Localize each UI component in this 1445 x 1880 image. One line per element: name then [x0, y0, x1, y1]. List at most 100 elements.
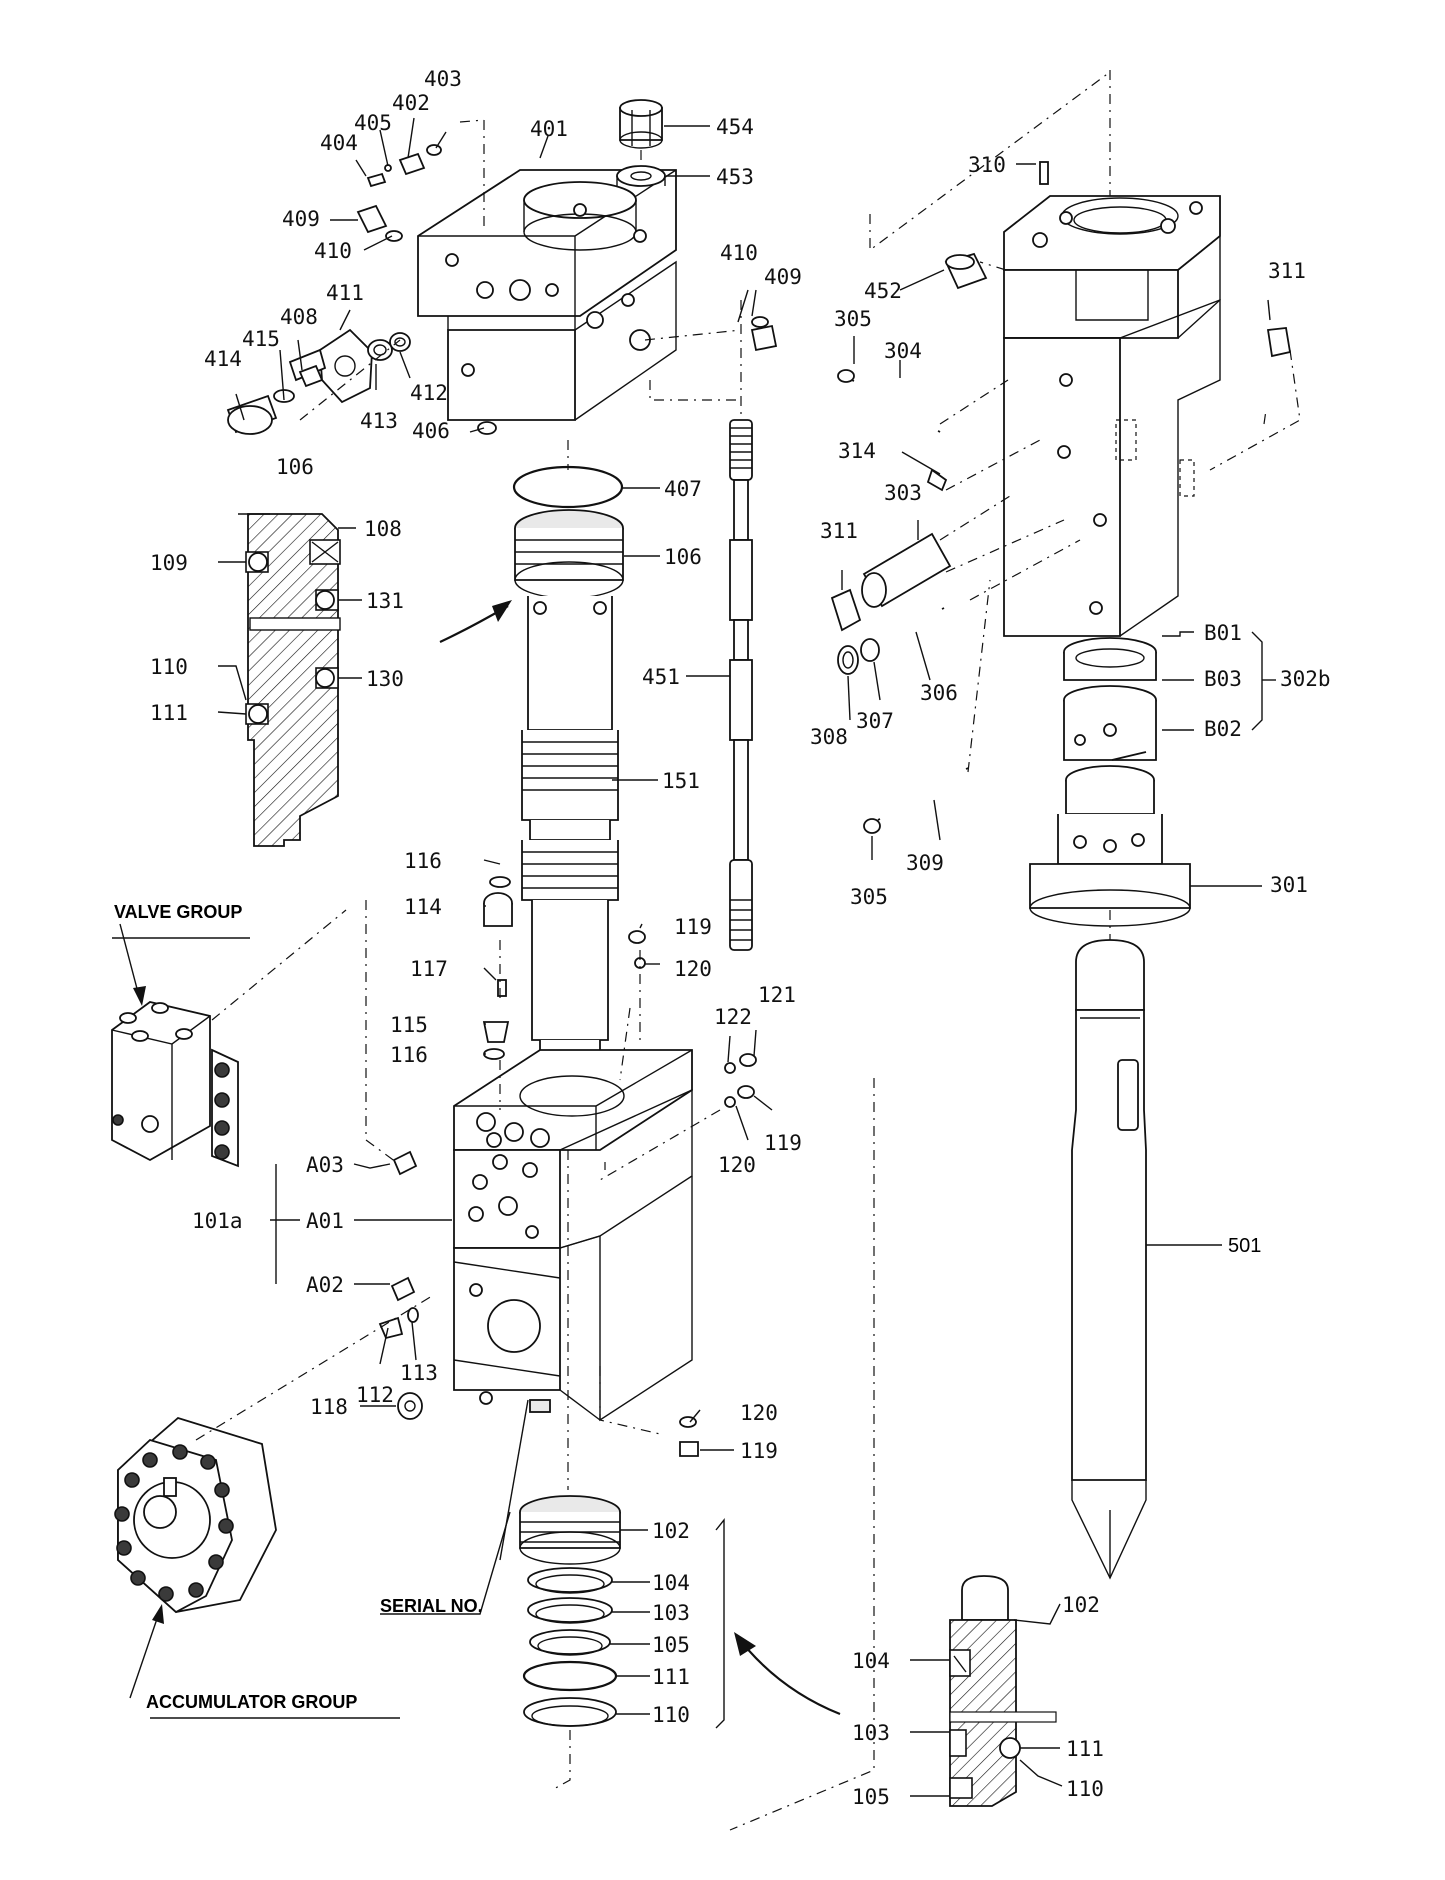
label-308: 308 [810, 725, 848, 749]
label-304: 304 [884, 339, 922, 363]
label-451: 451 [642, 665, 680, 689]
label-110c: 110 [1066, 1777, 1104, 1801]
label-409b: 409 [764, 265, 802, 289]
label-A01: A01 [306, 1209, 344, 1233]
label-413: 413 [360, 409, 398, 433]
label-115: 115 [390, 1013, 428, 1037]
section-view-102 [949, 1575, 1057, 1807]
bushing-302b [1029, 637, 1191, 927]
label-119a: 119 [674, 915, 712, 939]
label-409a: 409 [282, 207, 320, 231]
group-labels: VALVE GROUP ACCUMULATOR GROUP SERIAL NO. [114, 902, 483, 1712]
piston-cylinder-151 [514, 509, 624, 1091]
accumulator-group-label: ACCUMULATOR GROUP [146, 1692, 357, 1712]
label-311a: 311 [820, 519, 858, 543]
label-305b: 305 [850, 885, 888, 909]
label-102b: 102 [1062, 1593, 1100, 1617]
label-402: 402 [392, 91, 430, 115]
o-ring-407 [512, 465, 624, 509]
label-310: 310 [968, 153, 1006, 177]
label-452: 452 [864, 279, 902, 303]
label-116b: 116 [390, 1043, 428, 1067]
valve-group-arrow [119, 923, 141, 1001]
label-305a: 305 [834, 307, 872, 331]
label-410a: 410 [314, 239, 352, 263]
leader-lines [112, 117, 1276, 1797]
section-view-106 [245, 513, 341, 847]
label-117: 117 [410, 957, 448, 981]
label-106b: 106 [664, 545, 702, 569]
label-407: 407 [664, 477, 702, 501]
label-104a: 104 [652, 1571, 690, 1595]
label-111a: 111 [150, 701, 188, 725]
label-314: 314 [838, 439, 876, 463]
label-404: 404 [320, 131, 358, 155]
label-405: 405 [354, 111, 392, 135]
valve-spool-451 [729, 419, 753, 951]
label-119c: 119 [740, 1439, 778, 1463]
valve-group-illustration [111, 1001, 239, 1168]
label-A02: A02 [306, 1273, 344, 1297]
accumulator-arrow [129, 1609, 161, 1699]
label-406: 406 [412, 419, 450, 443]
label-410b: 410 [720, 241, 758, 265]
label-121: 121 [758, 983, 796, 1007]
cylinder-body-101a [453, 1049, 693, 1422]
label-303: 303 [884, 481, 922, 505]
label-110b: 110 [652, 1703, 690, 1727]
label-311b: 311 [1268, 259, 1306, 283]
label-408: 408 [280, 305, 318, 329]
label-103b: 103 [852, 1721, 890, 1745]
arrow-to-seal-stack [739, 1639, 841, 1716]
label-415: 415 [242, 327, 280, 351]
label-130: 130 [366, 667, 404, 691]
label-102a: 102 [652, 1519, 690, 1543]
chisel-tool-501 [1071, 939, 1147, 1580]
washer-453 [616, 165, 666, 187]
label-103a: 103 [652, 1601, 690, 1625]
valve-head-block-401 [417, 169, 677, 421]
label-501: 501 [1228, 1235, 1261, 1257]
label-309: 309 [906, 851, 944, 875]
label-105b: 105 [852, 1785, 890, 1809]
label-120a: 120 [674, 957, 712, 981]
label-307: 307 [856, 709, 894, 733]
retainer-pins-group [830, 161, 1292, 834]
label-412: 412 [410, 381, 448, 405]
nut-454 [619, 99, 663, 149]
label-104b: 104 [852, 1649, 890, 1673]
label-B02: B02 [1204, 717, 1242, 741]
accumulator-group-illustration [114, 1416, 277, 1614]
flange-411 [226, 328, 497, 435]
label-414: 414 [204, 347, 242, 371]
assembly-center-lines [195, 70, 1301, 1831]
label-454: 454 [716, 115, 754, 139]
valve-group-label: VALVE GROUP [114, 902, 242, 922]
label-302b: 302b [1280, 667, 1331, 691]
label-112: 112 [356, 1383, 394, 1407]
label-101a: 101a [192, 1209, 243, 1233]
label-110a: 110 [150, 655, 188, 679]
label-113: 113 [400, 1361, 438, 1385]
label-105a: 105 [652, 1633, 690, 1657]
label-116a: 116 [404, 849, 442, 873]
label-151: 151 [662, 769, 700, 793]
label-108: 108 [364, 517, 402, 541]
label-401: 401 [530, 117, 568, 141]
label-106a: 106 [276, 455, 314, 479]
label-120b: 120 [718, 1153, 756, 1177]
label-118: 118 [310, 1395, 348, 1419]
label-453: 453 [716, 165, 754, 189]
label-131: 131 [366, 589, 404, 613]
label-301: 301 [1270, 873, 1308, 897]
label-B03: B03 [1204, 667, 1242, 691]
label-403: 403 [424, 67, 462, 91]
label-111c: 111 [1066, 1737, 1104, 1761]
label-120c: 120 [740, 1401, 778, 1425]
label-109: 109 [150, 551, 188, 575]
label-111b: 111 [652, 1665, 690, 1689]
small-bolts-head [356, 144, 778, 352]
label-119b: 119 [764, 1131, 802, 1155]
small-fittings-body [378, 876, 757, 1457]
